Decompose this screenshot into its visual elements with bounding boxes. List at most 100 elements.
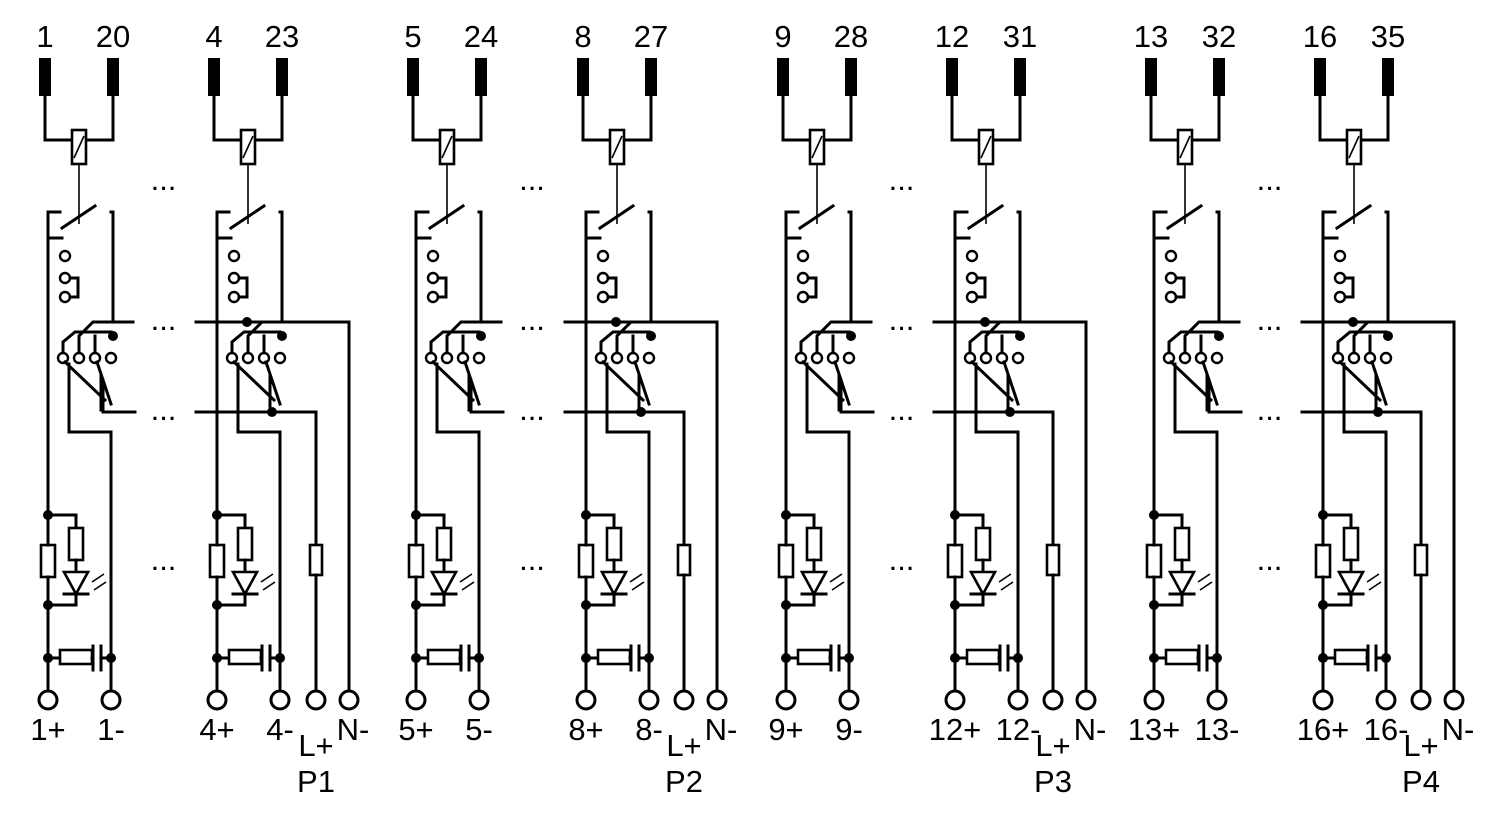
ellipsis-text: ... xyxy=(889,392,915,427)
led-light-arrow xyxy=(262,581,276,591)
jumper-wire xyxy=(61,330,113,358)
bus-label-n: N- xyxy=(705,712,738,747)
terminal-ring xyxy=(775,689,797,711)
led-diode xyxy=(1167,570,1197,597)
selector-wire xyxy=(68,276,80,299)
jumper-contact xyxy=(472,351,486,365)
switch-output-wire xyxy=(1384,210,1390,324)
led-diode xyxy=(1336,570,1366,597)
pin-number-label: 27 xyxy=(634,19,668,54)
pin-number-label: 16 xyxy=(1303,19,1337,54)
coil-wire xyxy=(1149,94,1180,142)
terminal-ring xyxy=(575,689,597,711)
jumper-contact xyxy=(273,351,287,365)
terminal-label: 4- xyxy=(266,712,294,747)
resistor xyxy=(39,543,57,579)
led-light-arrow xyxy=(631,581,645,591)
rc-resistor xyxy=(1164,648,1200,666)
switch-blade xyxy=(1165,203,1204,231)
pin-number-label: 28 xyxy=(834,19,868,54)
selector-wire xyxy=(606,276,618,299)
terminal-ring xyxy=(338,689,360,711)
switch-blade xyxy=(597,203,636,231)
ellipsis-text: ... xyxy=(1257,162,1283,197)
ellipsis-text: ... xyxy=(889,302,915,337)
pin-contact xyxy=(946,58,958,96)
pin-number-label: 8 xyxy=(574,19,591,54)
junction-dot xyxy=(43,600,53,610)
pin-number-label: 20 xyxy=(96,19,130,54)
channel-return-wire xyxy=(1173,362,1219,662)
switch-output-wire xyxy=(109,210,115,324)
jumper-wire xyxy=(599,330,651,358)
pin-contact xyxy=(407,58,419,96)
ellipsis-text: ... xyxy=(151,302,177,337)
ellipsis-text: ... xyxy=(519,162,545,197)
rc-resistor xyxy=(965,648,1001,666)
jumper-wire xyxy=(1167,330,1219,358)
led-diode xyxy=(429,570,459,597)
jumper-wire xyxy=(984,320,1022,358)
pin-contact xyxy=(1014,58,1026,96)
terminal-ring xyxy=(269,689,291,711)
jumper-contact xyxy=(826,351,840,365)
ellipsis-text: ... xyxy=(151,162,177,197)
jumper-wire xyxy=(1201,360,1219,406)
terminal-label: 9+ xyxy=(768,712,803,747)
rc-resistor xyxy=(227,648,263,666)
terminal-label: 5+ xyxy=(398,712,433,747)
junction-dot xyxy=(781,600,791,610)
selector-contact xyxy=(796,249,810,263)
jumper-contact xyxy=(1363,351,1377,365)
jumper-wire xyxy=(968,330,1020,358)
pin-number-label: 9 xyxy=(774,19,791,54)
coil-mark xyxy=(1179,135,1191,159)
led-light-arrow xyxy=(1366,573,1380,583)
jumper-wire xyxy=(1352,320,1390,358)
led-light-arrow xyxy=(1199,581,1213,591)
junction-dot xyxy=(846,331,856,341)
coil-wire xyxy=(43,94,74,142)
junction-dot xyxy=(1214,331,1224,341)
channel-return-wire xyxy=(236,362,282,662)
junction-dot xyxy=(1318,600,1328,610)
group-label: P2 xyxy=(665,764,703,799)
jumper-contact xyxy=(610,351,624,365)
led-light-arrow xyxy=(459,573,473,583)
selector-wire xyxy=(975,276,987,299)
jumper-wire xyxy=(264,360,282,406)
ellipsis-text: ... xyxy=(151,392,177,427)
resistor xyxy=(236,526,254,562)
jumper-contact xyxy=(241,351,255,365)
selector-wire xyxy=(237,276,249,299)
terminal-ring xyxy=(1443,689,1465,711)
switch-blade xyxy=(966,203,1005,231)
jumper-wire xyxy=(1002,360,1020,406)
junction-dot xyxy=(108,331,118,341)
switch-blade xyxy=(797,203,836,231)
switch-frame xyxy=(1321,210,1339,240)
relay-group: ............N-L+P3 xyxy=(839,162,1106,799)
terminal-label: 8+ xyxy=(568,712,603,747)
ellipsis-text: ... xyxy=(151,542,177,577)
bus-label-n: N- xyxy=(337,712,370,747)
switch-output-wire xyxy=(647,210,653,324)
terminal-label: 4+ xyxy=(199,712,234,747)
resistor xyxy=(946,543,964,579)
selector-contact xyxy=(58,249,72,263)
terminal-ring xyxy=(1042,689,1064,711)
bus-label-lplus: L+ xyxy=(1403,728,1438,763)
selector-contact xyxy=(227,249,241,263)
resistor xyxy=(67,526,85,562)
fuse xyxy=(1413,543,1429,577)
jumper-wire xyxy=(445,320,483,358)
terminal-label: 13+ xyxy=(1128,712,1181,747)
terminal-ring xyxy=(305,689,327,711)
coil-wire xyxy=(411,94,442,142)
jumper-wire xyxy=(833,360,851,406)
terminal-ring xyxy=(1007,689,1029,711)
